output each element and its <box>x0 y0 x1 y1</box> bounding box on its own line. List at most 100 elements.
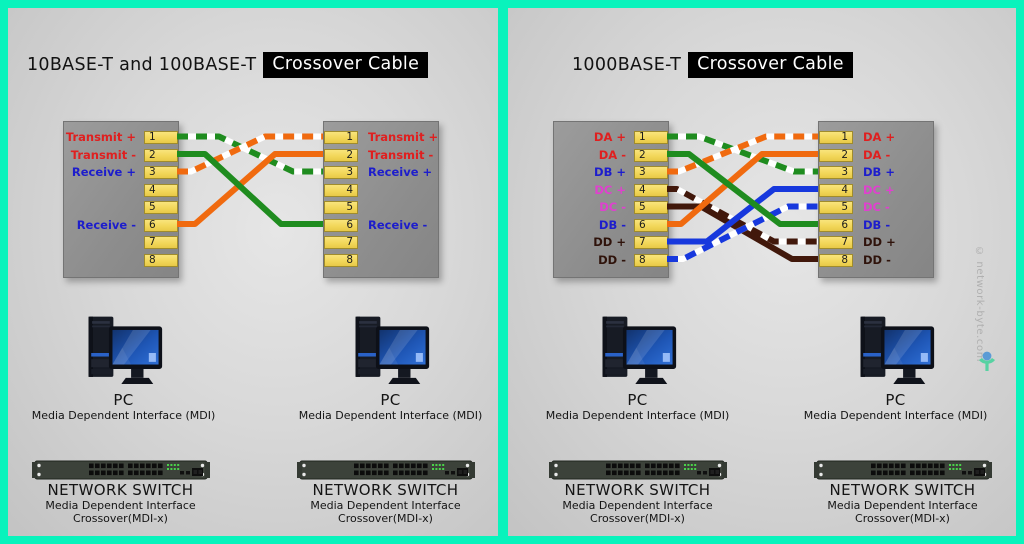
network-switch-icon <box>31 458 211 482</box>
pin-number: 7 <box>346 236 353 248</box>
pin-number: 4 <box>639 183 646 196</box>
pin-number: 5 <box>346 201 353 213</box>
network-switch-device: NETWORK SWITCH Media Dependent Interface… <box>13 458 228 525</box>
device-title: NETWORK SWITCH <box>312 481 459 499</box>
wire-blue <box>667 186 818 245</box>
pin-row: 5 <box>324 201 438 214</box>
device-subtitle: Media Dependent Interface (MDI) <box>31 409 216 422</box>
pc-device: PC Media Dependent Interface (MDI) <box>16 314 231 422</box>
pin-4: 4 <box>634 183 668 197</box>
pin-row: DB + 3 <box>554 166 668 179</box>
wire-green-white <box>177 133 323 175</box>
pin-label: DC + <box>863 182 895 197</box>
wire-green <box>177 151 323 227</box>
panel-title: 10BASE-T and 100BASE-T Crossover Cable <box>27 52 429 78</box>
pin-label: DC + <box>594 182 626 197</box>
panel-1000base-t: 1000BASE-T Crossover Cable DA + 1 DA - 2 DB … <box>508 8 1016 536</box>
pc-icon <box>343 314 439 392</box>
pin-number: 1 <box>346 131 353 143</box>
wire-orange-white <box>177 133 323 175</box>
device-subtitle: Media Dependent Interface Crossover(MDI-… <box>562 499 713 525</box>
pin-6: 6 <box>324 218 358 232</box>
pin-label: DD + <box>593 235 626 249</box>
pin-label: DB - <box>598 217 626 232</box>
device-subtitle: Media Dependent Interface Crossover(MDI-… <box>45 499 196 525</box>
pin-3: 3 <box>144 166 178 179</box>
pin-4: 4 <box>324 183 358 197</box>
pin-row: DC + 4 <box>554 182 668 197</box>
pin-label: DB + <box>863 165 895 179</box>
wire-brown-white <box>667 186 818 245</box>
pin-row: DB -6 <box>554 217 668 232</box>
brand-logo-icon <box>979 351 995 371</box>
pin-3: 3 <box>819 166 853 179</box>
wire-orange-white <box>667 133 818 175</box>
pin-1: 1 <box>324 131 358 144</box>
device-title: PC <box>885 391 906 409</box>
watermark: © network-byte.com <box>974 246 985 363</box>
pin-5: 5 <box>144 201 178 214</box>
pin-4: 4 <box>819 183 853 197</box>
panel-title: 1000BASE-T Crossover Cable <box>572 52 853 78</box>
wire-brown <box>667 203 818 262</box>
pin-row: 4 <box>324 183 438 197</box>
device-title: PC <box>380 391 401 409</box>
pin-number: 2 <box>149 148 156 161</box>
pin-label: DB - <box>863 217 891 232</box>
pin-number: 7 <box>639 236 646 248</box>
pin-7: 7 <box>144 236 178 249</box>
device-subtitle: Media Dependent Interface (MDI) <box>545 409 730 422</box>
pin-label: DA + <box>593 130 626 144</box>
pin-number: 2 <box>346 148 353 161</box>
pin-row: 4 DC + <box>819 182 933 197</box>
pin-row: 8 <box>64 253 178 267</box>
pin-number: 5 <box>841 201 848 213</box>
pin-row: 3 DB + <box>819 166 933 179</box>
wire-orange <box>667 151 818 227</box>
pin-5: 5 <box>324 201 358 214</box>
wire-orange-white <box>177 133 323 175</box>
pin-number: 8 <box>346 253 353 266</box>
device-subtitle: Media Dependent Interface Crossover(MDI-… <box>827 499 978 525</box>
wire-blue-white <box>667 203 818 262</box>
pin-8: 8 <box>634 253 668 267</box>
device-subtitle: Media Dependent Interface Crossover(MDI-… <box>310 499 461 525</box>
pin-number: 6 <box>841 218 848 231</box>
pin-1: 1 <box>819 131 853 144</box>
pin-7: 7 <box>819 236 853 249</box>
pin-7: 7 <box>634 236 668 249</box>
pin-label: DB + <box>594 165 626 179</box>
pc-icon <box>76 314 172 392</box>
pin-row: 5 <box>64 201 178 214</box>
pin-number: 5 <box>639 201 646 213</box>
pin-number: 1 <box>149 131 156 143</box>
network-switch-device: NETWORK SWITCH Media Dependent Interface… <box>795 458 1010 525</box>
pin-number: 3 <box>841 166 848 178</box>
pin-label: Transmit + <box>65 130 136 144</box>
pin-number: 3 <box>346 166 353 178</box>
wire-orange-white <box>667 133 818 175</box>
pin-number: 6 <box>346 218 353 231</box>
pin-row: 7 <box>324 236 438 249</box>
pin-label: DA - <box>863 147 891 162</box>
pin-2: 2 <box>144 148 178 162</box>
title-text: 10BASE-T and 100BASE-T <box>27 55 257 75</box>
pin-2: 2 <box>819 148 853 162</box>
title-highlight: Crossover Cable <box>688 52 853 78</box>
pin-number: 1 <box>639 131 646 143</box>
pin-number: 8 <box>841 253 848 266</box>
device-subtitle: Media Dependent Interface (MDI) <box>803 409 988 422</box>
pin-row: 4 <box>64 183 178 197</box>
pin-3: 3 <box>634 166 668 179</box>
pin-number: 5 <box>149 201 156 213</box>
pin-number: 6 <box>149 218 156 231</box>
pin-number: 2 <box>841 148 848 161</box>
